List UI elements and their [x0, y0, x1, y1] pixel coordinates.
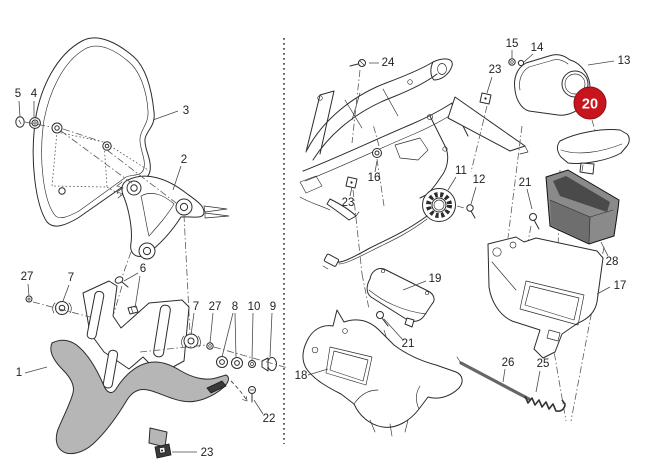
callout-6: 6	[140, 263, 146, 275]
callout-27-right: 27	[209, 301, 222, 313]
badge-circle[interactable]	[573, 86, 607, 120]
callout-25: 25	[537, 358, 550, 370]
callout-26: 26	[502, 357, 515, 369]
part-gauge	[322, 188, 465, 270]
callout-17: 17	[614, 280, 627, 292]
callout-16: 16	[368, 172, 381, 184]
part-screw-and-clip-6	[112, 276, 139, 317]
part-front-fairing	[50, 339, 248, 455]
part-clip-23-top	[470, 92, 492, 173]
callout-19: 19	[429, 273, 442, 285]
callout-18: 18	[295, 370, 308, 382]
leader-lines	[18, 50, 615, 453]
callout-23-mid: 23	[342, 197, 355, 209]
part-lid-19	[366, 268, 435, 328]
callout-5: 5	[15, 88, 21, 100]
part-subframe	[299, 58, 529, 221]
part-lower-cover	[302, 309, 463, 437]
part-clip-23-left	[154, 443, 172, 459]
part-nut-16	[372, 123, 385, 207]
callout-12: 12	[473, 174, 486, 186]
part-screw-22	[248, 386, 256, 403]
part-glovebox-housing	[487, 236, 604, 359]
part-screw-12	[466, 204, 476, 219]
callout-15: 15	[506, 38, 519, 50]
part-washer-and-nut	[15, 116, 101, 142]
part-screw-24	[349, 59, 366, 144]
callout-28: 28	[606, 256, 619, 268]
part-rod-26	[456, 356, 531, 401]
part-clip-23-mid	[345, 176, 370, 310]
callout-21-lower: 21	[402, 338, 415, 350]
callout-22: 22	[263, 413, 276, 425]
part-glovebox-lid	[557, 129, 630, 175]
callout-7-right: 7	[193, 301, 199, 313]
part-mount-bracket	[60, 130, 230, 334]
callout-1: 1	[16, 367, 22, 379]
callout-4: 4	[31, 88, 38, 100]
callout-10: 10	[248, 301, 261, 313]
part-support-panel	[82, 280, 190, 375]
callout-3: 3	[183, 105, 189, 117]
callout-23-top: 23	[489, 64, 502, 76]
callout-11: 11	[455, 165, 467, 177]
callout-2: 2	[181, 154, 187, 166]
callout-23-left: 23	[201, 447, 214, 459]
badge-number: 20	[582, 97, 598, 113]
callout-27-left: 27	[21, 271, 34, 283]
callout-labels: 5 4 3 2 27 7 6 1 7 27 8 10 9 22 23 24 15…	[15, 38, 631, 459]
callout-8: 8	[232, 301, 238, 313]
part-spring-25	[524, 395, 566, 412]
part-grommet-left	[25, 295, 91, 318]
callout-13: 13	[618, 55, 631, 67]
callout-9: 9	[270, 301, 276, 313]
callout-14: 14	[531, 42, 544, 54]
callout-7-left: 7	[68, 272, 74, 284]
callout-24: 24	[382, 57, 395, 69]
callout-21-upper: 21	[519, 177, 532, 189]
highlight-badge-20[interactable]: 20	[573, 86, 607, 142]
